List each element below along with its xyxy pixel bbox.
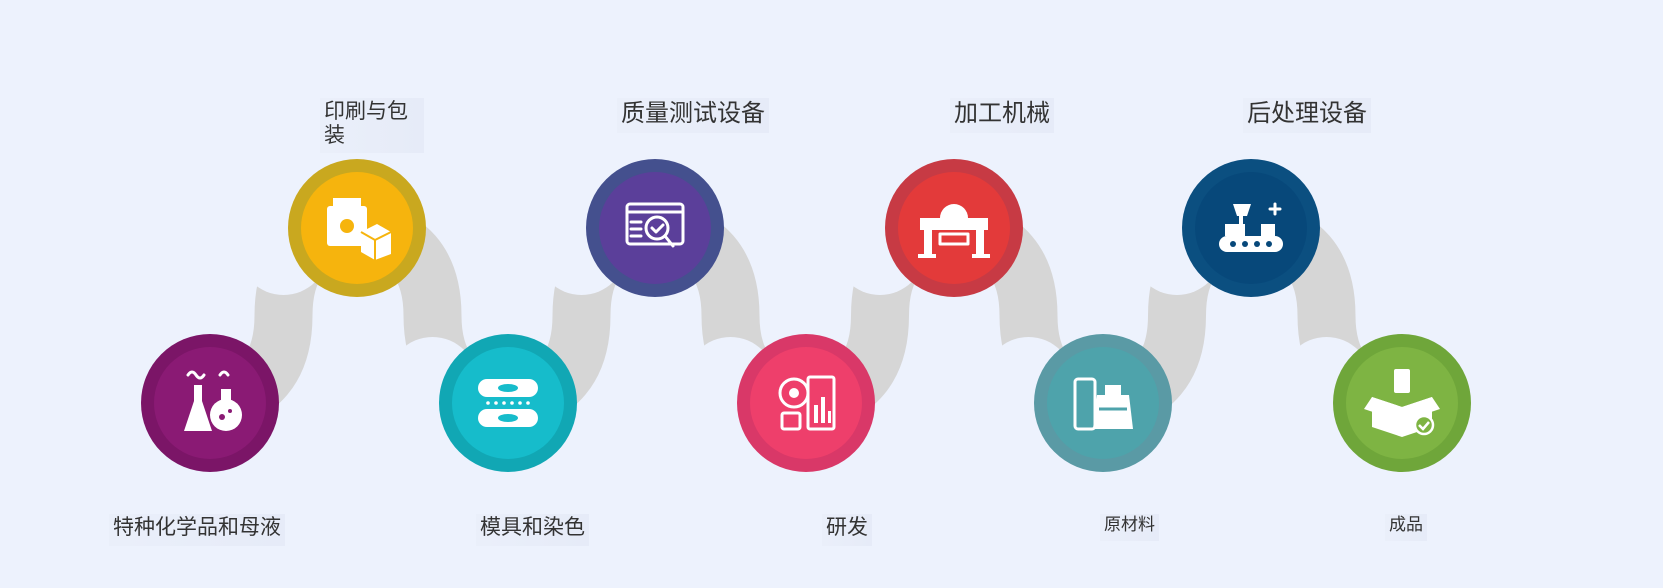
label-chemicals: 特种化学品和母液 xyxy=(109,514,285,546)
material-bags-icon xyxy=(1073,377,1133,431)
node-chemicals xyxy=(141,334,279,472)
node-finished xyxy=(1333,334,1471,472)
node-molds xyxy=(439,334,577,472)
label-finished: 成品 xyxy=(1385,514,1427,542)
saw-machine-icon xyxy=(918,204,990,258)
research-gear-chart-icon xyxy=(778,375,836,431)
label-printing: 印刷与包装 xyxy=(320,98,424,154)
label-machining: 加工机械 xyxy=(950,98,1054,133)
node-raw xyxy=(1034,334,1172,472)
node-core xyxy=(154,347,266,459)
node-printing xyxy=(288,159,426,297)
label-testing: 质量测试设备 xyxy=(617,98,769,133)
node-post xyxy=(1182,159,1320,297)
conveyor-machine-icon xyxy=(1219,202,1283,252)
open-box-check-icon xyxy=(1364,369,1440,437)
label-molds: 模具和染色 xyxy=(476,514,589,546)
node-core xyxy=(599,172,711,284)
label-rnd: 研发 xyxy=(822,514,872,546)
node-testing xyxy=(586,159,724,297)
inspection-screen-icon xyxy=(625,202,685,248)
node-core xyxy=(1195,172,1307,284)
node-core xyxy=(750,347,862,459)
label-raw: 原材料 xyxy=(1100,514,1159,542)
chemistry-flask-icon xyxy=(184,370,242,431)
mold-discs-icon xyxy=(478,379,538,427)
node-rnd xyxy=(737,334,875,472)
node-machining xyxy=(885,159,1023,297)
label-post: 后处理设备 xyxy=(1243,98,1371,133)
node-core xyxy=(452,347,564,459)
node-core xyxy=(1346,347,1458,459)
printer-box-icon xyxy=(327,198,392,260)
